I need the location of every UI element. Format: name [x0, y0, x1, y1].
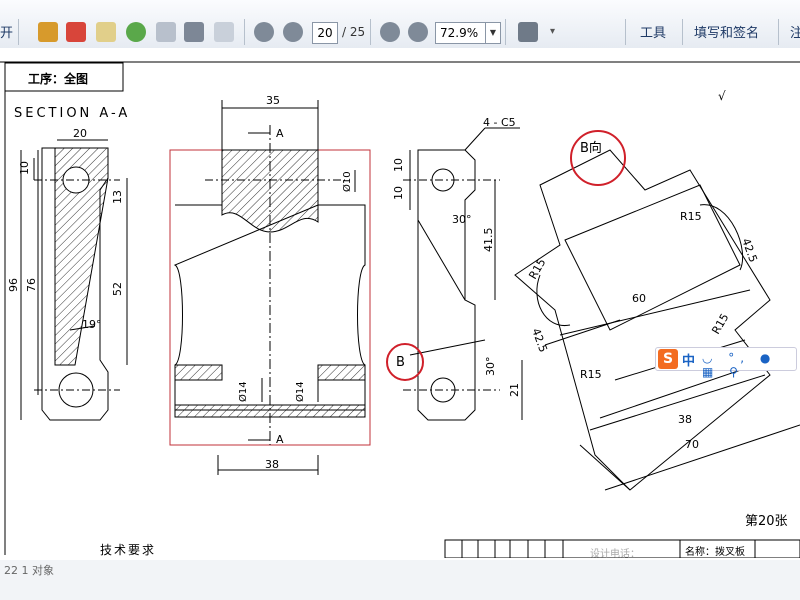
- open-button[interactable]: 开: [0, 26, 14, 41]
- prev-page-icon[interactable]: [254, 22, 274, 42]
- dim-phi10: Ø10: [341, 171, 353, 192]
- dim-phi14-right: Ø14: [294, 381, 306, 402]
- ime-tool-icons[interactable]: ◡ °, ● ▦ ⚲: [702, 351, 777, 379]
- b-direction-label: B: [396, 355, 405, 370]
- dim-52: 52: [111, 282, 124, 296]
- toolbar-separator: [778, 19, 779, 45]
- section-title: SECTION A-A: [14, 106, 130, 121]
- ime-language-toggle[interactable]: 中: [682, 354, 696, 369]
- radius-r15-bottom: R15: [580, 368, 602, 381]
- comment-button[interactable]: 注: [790, 26, 800, 41]
- toolbar-more-icon[interactable]: ▾: [550, 26, 556, 37]
- section-mark-top: A: [276, 127, 284, 140]
- dim-13: 13: [111, 190, 124, 204]
- roughness-symbol: √: [718, 89, 726, 103]
- tech-requirements: 技术要求: [100, 543, 156, 557]
- toolbar-separator: [625, 19, 626, 45]
- chamfer-note: 4 - C5: [483, 116, 516, 129]
- print-icon[interactable]: [184, 22, 204, 42]
- title-block-field: 设计电话：: [590, 547, 640, 558]
- dim-42-5-left: 42.5: [529, 327, 550, 354]
- toolbar-separator: [244, 19, 245, 45]
- dim-10-left: 10: [18, 161, 31, 175]
- process-box: [4, 62, 124, 92]
- sheet-number: 第20张: [745, 514, 788, 529]
- page-total: / 25: [342, 25, 366, 39]
- dim-35: 35: [266, 94, 280, 107]
- next-page-icon[interactable]: [283, 22, 303, 42]
- zoom-value: 72.9%: [440, 26, 479, 40]
- save-icon[interactable]: [156, 22, 176, 42]
- title-block-name: 名称：拨叉板: [685, 545, 745, 558]
- dim-38-front: 38: [265, 458, 279, 471]
- zoom-select[interactable]: 72.9% ▼: [435, 22, 501, 44]
- zoom-out-icon[interactable]: [380, 22, 400, 42]
- dim-41-5: 41.5: [482, 228, 495, 253]
- toolbar-separator: [682, 19, 683, 45]
- dim-21: 21: [508, 383, 521, 397]
- toolbar-separator: [505, 19, 506, 45]
- fill-sign-button[interactable]: 填写和签名: [694, 26, 760, 41]
- upload-cloud-icon[interactable]: [126, 22, 146, 42]
- dim-phi14-left: Ø14: [237, 381, 249, 402]
- dim-10-side-top: 10: [392, 158, 405, 172]
- toolbar-separator: [370, 19, 371, 45]
- dim-30-angle: 30°: [484, 357, 497, 377]
- section-mark-bottom: A: [276, 433, 284, 446]
- dim-10-side: 10: [392, 186, 405, 200]
- process-label: 工序：全图: [28, 71, 88, 86]
- pdf-export-icon[interactable]: [66, 22, 86, 42]
- section-view-left: [20, 139, 128, 421]
- side-view-right: [386, 127, 523, 421]
- toolbar: 开 20 / 25 72.9% ▼ ▾ 工具 填写和签名 注: [0, 0, 800, 49]
- create-pdf-icon[interactable]: [38, 22, 58, 42]
- page-number-input[interactable]: 20: [312, 22, 338, 44]
- dim-70: 70: [685, 438, 699, 451]
- angle-30: 30°: [452, 213, 472, 226]
- dim-20: 20: [73, 127, 87, 140]
- radius-r15-top: R15: [680, 210, 702, 223]
- fullscreen-icon[interactable]: [518, 22, 538, 42]
- document-page: 工序：全图 SECTION A-A √ 20 10 13 52 76 96 19…: [0, 48, 800, 558]
- status-text: 22 1 对象: [4, 564, 54, 577]
- radius-r15-right: R15: [709, 311, 731, 336]
- toolbar-separator: [18, 19, 19, 45]
- chevron-down-icon[interactable]: ▼: [485, 23, 500, 43]
- b-view-label: B向: [580, 140, 602, 156]
- input-method-bar[interactable]: S 中 ◡ °, ● ▦ ⚲: [655, 347, 797, 379]
- title-block: [444, 539, 800, 558]
- engineering-drawing: 工序：全图 SECTION A-A √ 20 10 13 52 76 96 19…: [0, 61, 800, 558]
- tools-button[interactable]: 工具: [640, 26, 667, 41]
- dim-38-bview: 38: [678, 413, 692, 426]
- dim-60: 60: [632, 292, 646, 305]
- zoom-in-icon[interactable]: [408, 22, 428, 42]
- angle-19: 19°: [82, 318, 102, 331]
- front-view-middle: [169, 100, 371, 475]
- edit-icon[interactable]: [96, 22, 116, 42]
- sogou-logo-icon[interactable]: S: [658, 349, 678, 369]
- dim-76: 76: [25, 278, 38, 292]
- dim-96: 96: [7, 278, 20, 292]
- email-icon[interactable]: [214, 22, 234, 42]
- status-bar: 22 1 对象: [0, 560, 800, 600]
- radius-r15-left: R15: [526, 256, 548, 281]
- b-direction-view: [514, 130, 800, 491]
